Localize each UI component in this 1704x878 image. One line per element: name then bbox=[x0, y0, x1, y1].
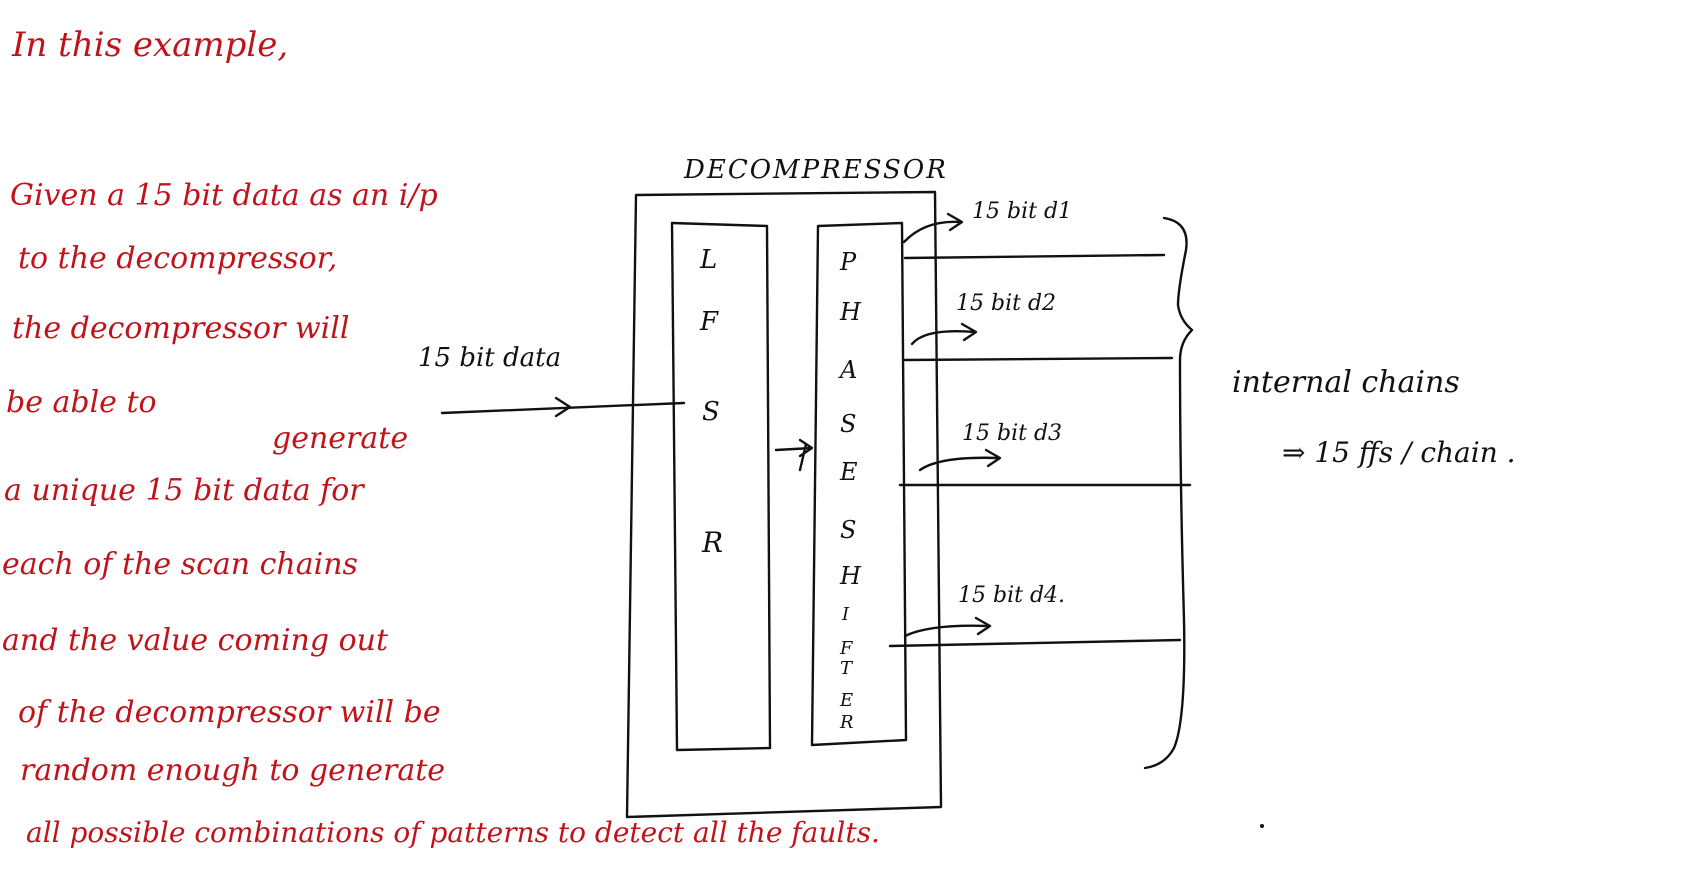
output-label-d2: 15 bit d2 bbox=[956, 291, 1056, 316]
output-arrow bbox=[902, 212, 964, 244]
explanation-line: the decompressor will bbox=[12, 311, 349, 346]
explanation-line: random enough to generate bbox=[20, 753, 445, 788]
phase-shifter-letter: E bbox=[839, 690, 853, 711]
phase-shifter-letter: S bbox=[840, 410, 856, 438]
internal-chains-label: internal chains bbox=[1232, 365, 1460, 400]
explanation-line: and the value coming out bbox=[2, 623, 389, 658]
ffs-per-chain-label: ⇒ 15 ffs / chain . bbox=[1282, 436, 1516, 469]
decompressor-box bbox=[625, 190, 943, 819]
scan-chain-line bbox=[903, 356, 1174, 362]
lfsr-block bbox=[670, 221, 772, 752]
output-arrows bbox=[902, 212, 1002, 638]
input-arrowhead bbox=[554, 396, 572, 418]
lfsr-letters: L F S R bbox=[699, 245, 723, 559]
lfsr-letter: R bbox=[701, 526, 723, 559]
phase-shifter-letter: A bbox=[838, 356, 857, 384]
lfsr-letter: S bbox=[702, 397, 720, 427]
output-label-d1: 15 bit d1 bbox=[972, 199, 1072, 224]
output-arrow bbox=[903, 616, 992, 638]
phase-shifter-letter: I bbox=[841, 604, 850, 625]
explanation-line: each of the scan chains bbox=[2, 547, 358, 582]
scan-chain-line bbox=[888, 638, 1182, 648]
output-arrow bbox=[918, 448, 1002, 472]
note-heading: In this example, bbox=[11, 25, 288, 65]
lfsr-letter: F bbox=[699, 307, 719, 337]
explanation-block: Given a 15 bit data as an i/p to the dec… bbox=[2, 178, 880, 849]
stray-dot bbox=[1260, 824, 1264, 828]
input-arrow bbox=[440, 401, 686, 415]
explanation-line: Given a 15 bit data as an i/p bbox=[10, 178, 438, 213]
phase-shifter-letter: F bbox=[839, 638, 854, 659]
phase-shifter-block bbox=[810, 221, 908, 747]
explanation-line: generate bbox=[272, 421, 408, 456]
phase-shifter-letter: P bbox=[839, 248, 857, 276]
chains-brace bbox=[1143, 216, 1194, 770]
explanation-line: of the decompressor will be bbox=[18, 695, 441, 730]
output-label-d3: 15 bit d3 bbox=[962, 421, 1062, 446]
explanation-line: be able to bbox=[6, 385, 157, 420]
input-label: 15 bit data bbox=[418, 343, 561, 373]
phase-shifter-letter: H bbox=[839, 562, 862, 590]
phase-shifter-letter: T bbox=[840, 658, 854, 679]
decompressor-diagram: DECOMPRESSOR L F S R P H A S E S H I F T… bbox=[418, 155, 1516, 828]
phase-shifter-letter: E bbox=[839, 458, 858, 486]
phase-shifter-letter: S bbox=[840, 516, 856, 544]
output-arrow bbox=[910, 322, 978, 346]
phase-shifter-letter: H bbox=[839, 298, 862, 326]
phase-shifter-letter: R bbox=[839, 712, 854, 733]
scan-chain-line bbox=[903, 253, 1166, 260]
explanation-line: all possible combinations of patterns to… bbox=[26, 816, 880, 849]
explanation-line: a unique 15 bit data for bbox=[4, 473, 365, 508]
decompressor-title: DECOMPRESSOR bbox=[683, 155, 948, 185]
lfsr-letter: L bbox=[699, 245, 717, 275]
explanation-line: to the decompressor, bbox=[18, 241, 337, 276]
output-label-d4: 15 bit d4. bbox=[958, 583, 1065, 608]
lfsr-to-phase-shifter-arrow bbox=[774, 438, 814, 472]
phase-shifter-letters: P H A S E S H I F T E R bbox=[838, 248, 862, 733]
scan-chain-lines bbox=[888, 253, 1192, 648]
